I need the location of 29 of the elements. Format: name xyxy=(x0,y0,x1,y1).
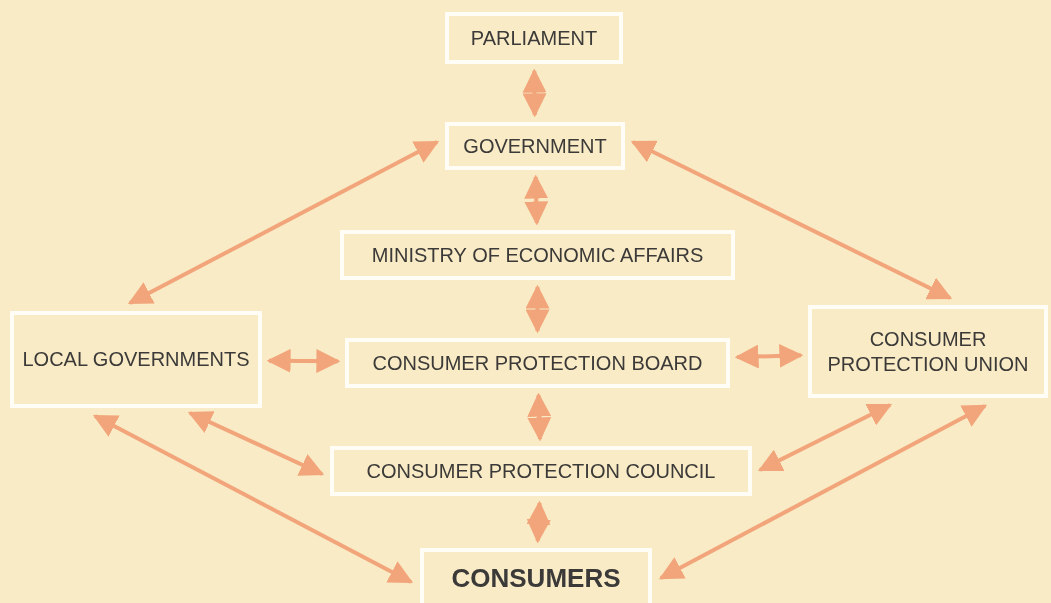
box-label: CONSUMER PROTECTION BOARD xyxy=(371,350,704,376)
label-box xyxy=(345,338,730,388)
label-box xyxy=(420,548,652,603)
double-arrow xyxy=(127,140,440,305)
double-arrow xyxy=(526,500,551,544)
double-arrow xyxy=(630,140,953,300)
double-arrow xyxy=(527,392,552,442)
label-box xyxy=(445,122,625,170)
box-label: LOCAL GOVERNMENTS xyxy=(21,347,251,372)
double-arrow xyxy=(187,411,325,476)
double-arrow xyxy=(522,68,547,118)
box-label: CONSUMER PROTECTION UNION xyxy=(826,326,1030,377)
label-box xyxy=(808,305,1048,398)
double-arrow xyxy=(266,348,341,374)
box-label: GOVERNMENT xyxy=(462,133,608,159)
box-label: MINISTRY OF ECONOMIC AFFAIRS xyxy=(370,242,705,268)
label-box xyxy=(10,311,262,408)
box-label: CONSUMERS xyxy=(450,561,622,595)
double-arrow xyxy=(757,403,893,472)
double-arrow xyxy=(525,284,550,334)
label-box xyxy=(340,230,735,280)
label-box xyxy=(330,446,752,496)
double-arrow xyxy=(92,414,414,584)
label-box xyxy=(445,12,623,64)
double-arrow xyxy=(658,404,988,580)
double-arrow xyxy=(734,343,804,369)
box-label: CONSUMER PROTECTION COUNCIL xyxy=(365,458,717,484)
double-arrow xyxy=(524,174,549,226)
box-label: PARLIAMENT xyxy=(469,25,599,51)
